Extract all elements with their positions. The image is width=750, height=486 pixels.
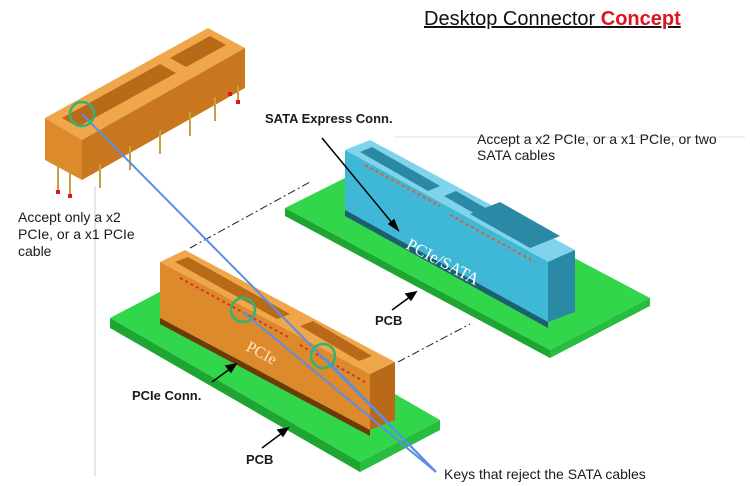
sata-express-description: Accept a x2 PCIe, or a x1 PCIe, or two S… [477, 131, 717, 163]
sata-express-connector [345, 140, 575, 328]
keys-note: Keys that reject the SATA cables [444, 466, 646, 482]
pcie-conn-label: PCIe Conn. [132, 388, 202, 403]
projection-lines [189, 181, 471, 363]
pcb-bottom-label: PCB [246, 452, 274, 467]
pcb-right-label: PCB [375, 313, 403, 328]
pcie-connector-floating [45, 28, 245, 198]
key-callout-floating [68, 100, 96, 128]
pointer-arrows [211, 137, 418, 449]
key-callouts [68, 100, 337, 370]
title-main: Desktop Connector [424, 8, 601, 30]
leader-lines [81, 113, 437, 473]
pcie-only-description: Accept only a x2 PCIe, or a x1 PCIe cabl… [18, 209, 135, 259]
key-callout-pcie-1 [229, 296, 257, 324]
title-accent: Concept [600, 8, 681, 30]
page-title: Desktop Connector Concept [424, 8, 681, 31]
sata-express-conn-label: SATA Express Conn. [265, 111, 393, 126]
key-callout-pcie-2 [309, 342, 337, 370]
